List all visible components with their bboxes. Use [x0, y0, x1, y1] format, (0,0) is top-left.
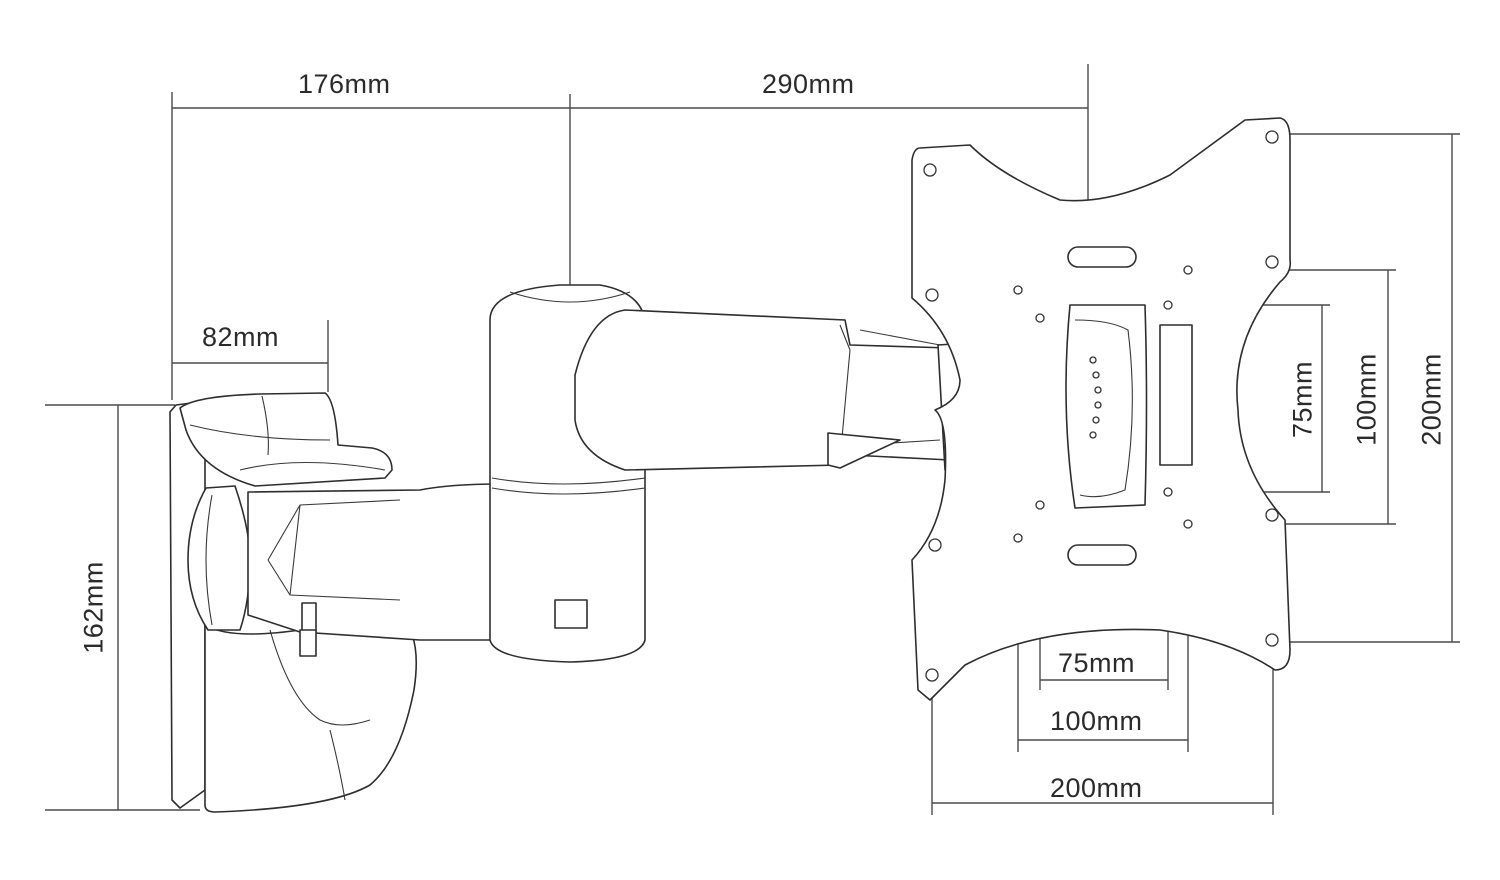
dim-arm-reach-label: 176mm — [298, 69, 391, 99]
dim-vesa-small-v-label: 75mm — [1058, 648, 1136, 678]
dim-wall-plate-height-label: 162mm — [78, 561, 109, 654]
dim-vesa-large-v-label: 200mm — [1050, 773, 1143, 803]
dim-vesa-medium-v-label: 100mm — [1050, 706, 1143, 736]
dim-vesa-small-h-label: 75mm — [1287, 361, 1318, 439]
dim-vesa-medium-h-label: 100mm — [1351, 353, 1382, 446]
dim-plate-offset-label: 290mm — [762, 69, 855, 99]
dim-vesa-large-h-label: 200mm — [1416, 353, 1447, 446]
wall-bracket — [169, 392, 418, 813]
vesa-plate — [911, 117, 1292, 701]
second-arm — [574, 309, 951, 471]
dim-wall-plate-depth-label: 82mm — [202, 322, 280, 352]
first-arm — [247, 483, 501, 657]
